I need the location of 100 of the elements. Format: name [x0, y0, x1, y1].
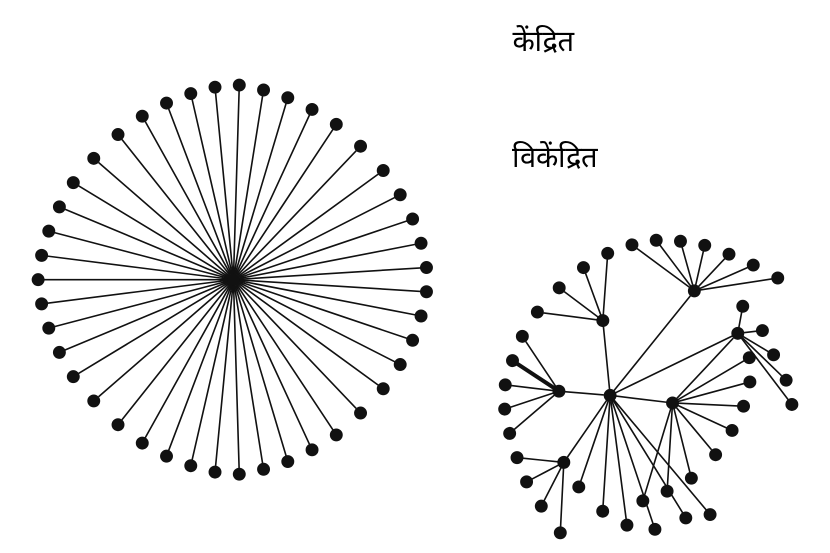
connector [214, 92, 234, 274]
connector [677, 360, 745, 401]
node-circle [572, 480, 586, 494]
node-circle [208, 80, 222, 94]
connector [235, 284, 310, 445]
connector [239, 280, 408, 340]
node-circle [87, 394, 100, 408]
node-circle [354, 406, 367, 420]
connector [564, 390, 604, 396]
connector [237, 284, 357, 409]
connector [214, 286, 234, 466]
node-circle [510, 451, 524, 464]
node-circle [281, 455, 294, 468]
node-circle [709, 448, 722, 462]
connector [144, 284, 232, 439]
connector [238, 174, 379, 277]
node-circle [281, 91, 294, 104]
node-circle [516, 330, 529, 343]
connector [510, 392, 554, 408]
connector [121, 284, 230, 420]
connector [698, 258, 726, 287]
node-circle [636, 494, 650, 508]
connector [699, 266, 748, 290]
connector [239, 220, 408, 278]
node-circle [394, 188, 407, 202]
node-circle [780, 374, 793, 387]
connector [613, 399, 707, 511]
connector [743, 330, 756, 334]
node-circle [520, 475, 534, 488]
connector [239, 280, 416, 316]
node-circle [35, 297, 48, 310]
connector [239, 279, 421, 292]
connector [636, 248, 690, 288]
node-circle [650, 234, 663, 247]
node-circle [42, 224, 56, 238]
connector [191, 99, 233, 274]
node-circle [552, 384, 566, 398]
connector [232, 91, 240, 274]
node-circle [679, 511, 692, 524]
node-circle [626, 238, 638, 252]
connector [121, 139, 230, 276]
connector [54, 232, 228, 279]
connector [54, 280, 228, 328]
connector [673, 408, 691, 473]
node-circle [577, 261, 590, 274]
connector [237, 150, 357, 276]
node-circle [232, 468, 246, 481]
connector [522, 457, 558, 463]
node-circle [620, 518, 634, 532]
node-circle [674, 234, 687, 248]
node-circle [184, 459, 198, 472]
connector [232, 286, 240, 468]
connector [47, 255, 228, 280]
connector [544, 312, 597, 321]
node-circle [736, 300, 750, 313]
connector [678, 402, 738, 407]
connector [676, 338, 734, 400]
node-circle [376, 164, 390, 177]
node-circle [557, 456, 570, 469]
node-circle [767, 348, 780, 362]
connector [514, 394, 555, 430]
node-circle [406, 212, 420, 226]
node-circle [306, 443, 319, 456]
node-circle [112, 418, 124, 432]
node-circle [698, 238, 712, 252]
node-circle [420, 261, 433, 274]
connector [238, 282, 396, 363]
node-circle [534, 500, 548, 513]
node-circle [731, 326, 744, 340]
connector [234, 285, 264, 464]
connector [602, 258, 608, 315]
connector [239, 244, 416, 280]
connector [742, 337, 782, 376]
node-circle [208, 466, 222, 479]
connector [64, 208, 228, 278]
node-circle [743, 375, 756, 388]
node-circle [257, 84, 270, 96]
node-circle [394, 358, 407, 371]
node-circle [530, 306, 544, 319]
node-circle [554, 526, 567, 540]
connector [566, 400, 608, 458]
node-circle [112, 128, 124, 141]
node-circle [257, 462, 270, 476]
connector [98, 162, 230, 276]
node-circle [414, 236, 428, 250]
node-circle [160, 450, 173, 463]
connector [78, 282, 229, 374]
node-circle [737, 400, 750, 413]
node-circle [330, 428, 343, 442]
connector [239, 267, 421, 280]
node-circle [136, 110, 149, 123]
connector [613, 295, 692, 392]
connector [666, 408, 673, 486]
node-circle [601, 246, 614, 260]
connector [234, 96, 264, 274]
node-circle [596, 314, 610, 328]
connector [676, 407, 712, 450]
node-circle [552, 281, 566, 294]
node-circle [742, 351, 756, 364]
connector [615, 335, 733, 394]
